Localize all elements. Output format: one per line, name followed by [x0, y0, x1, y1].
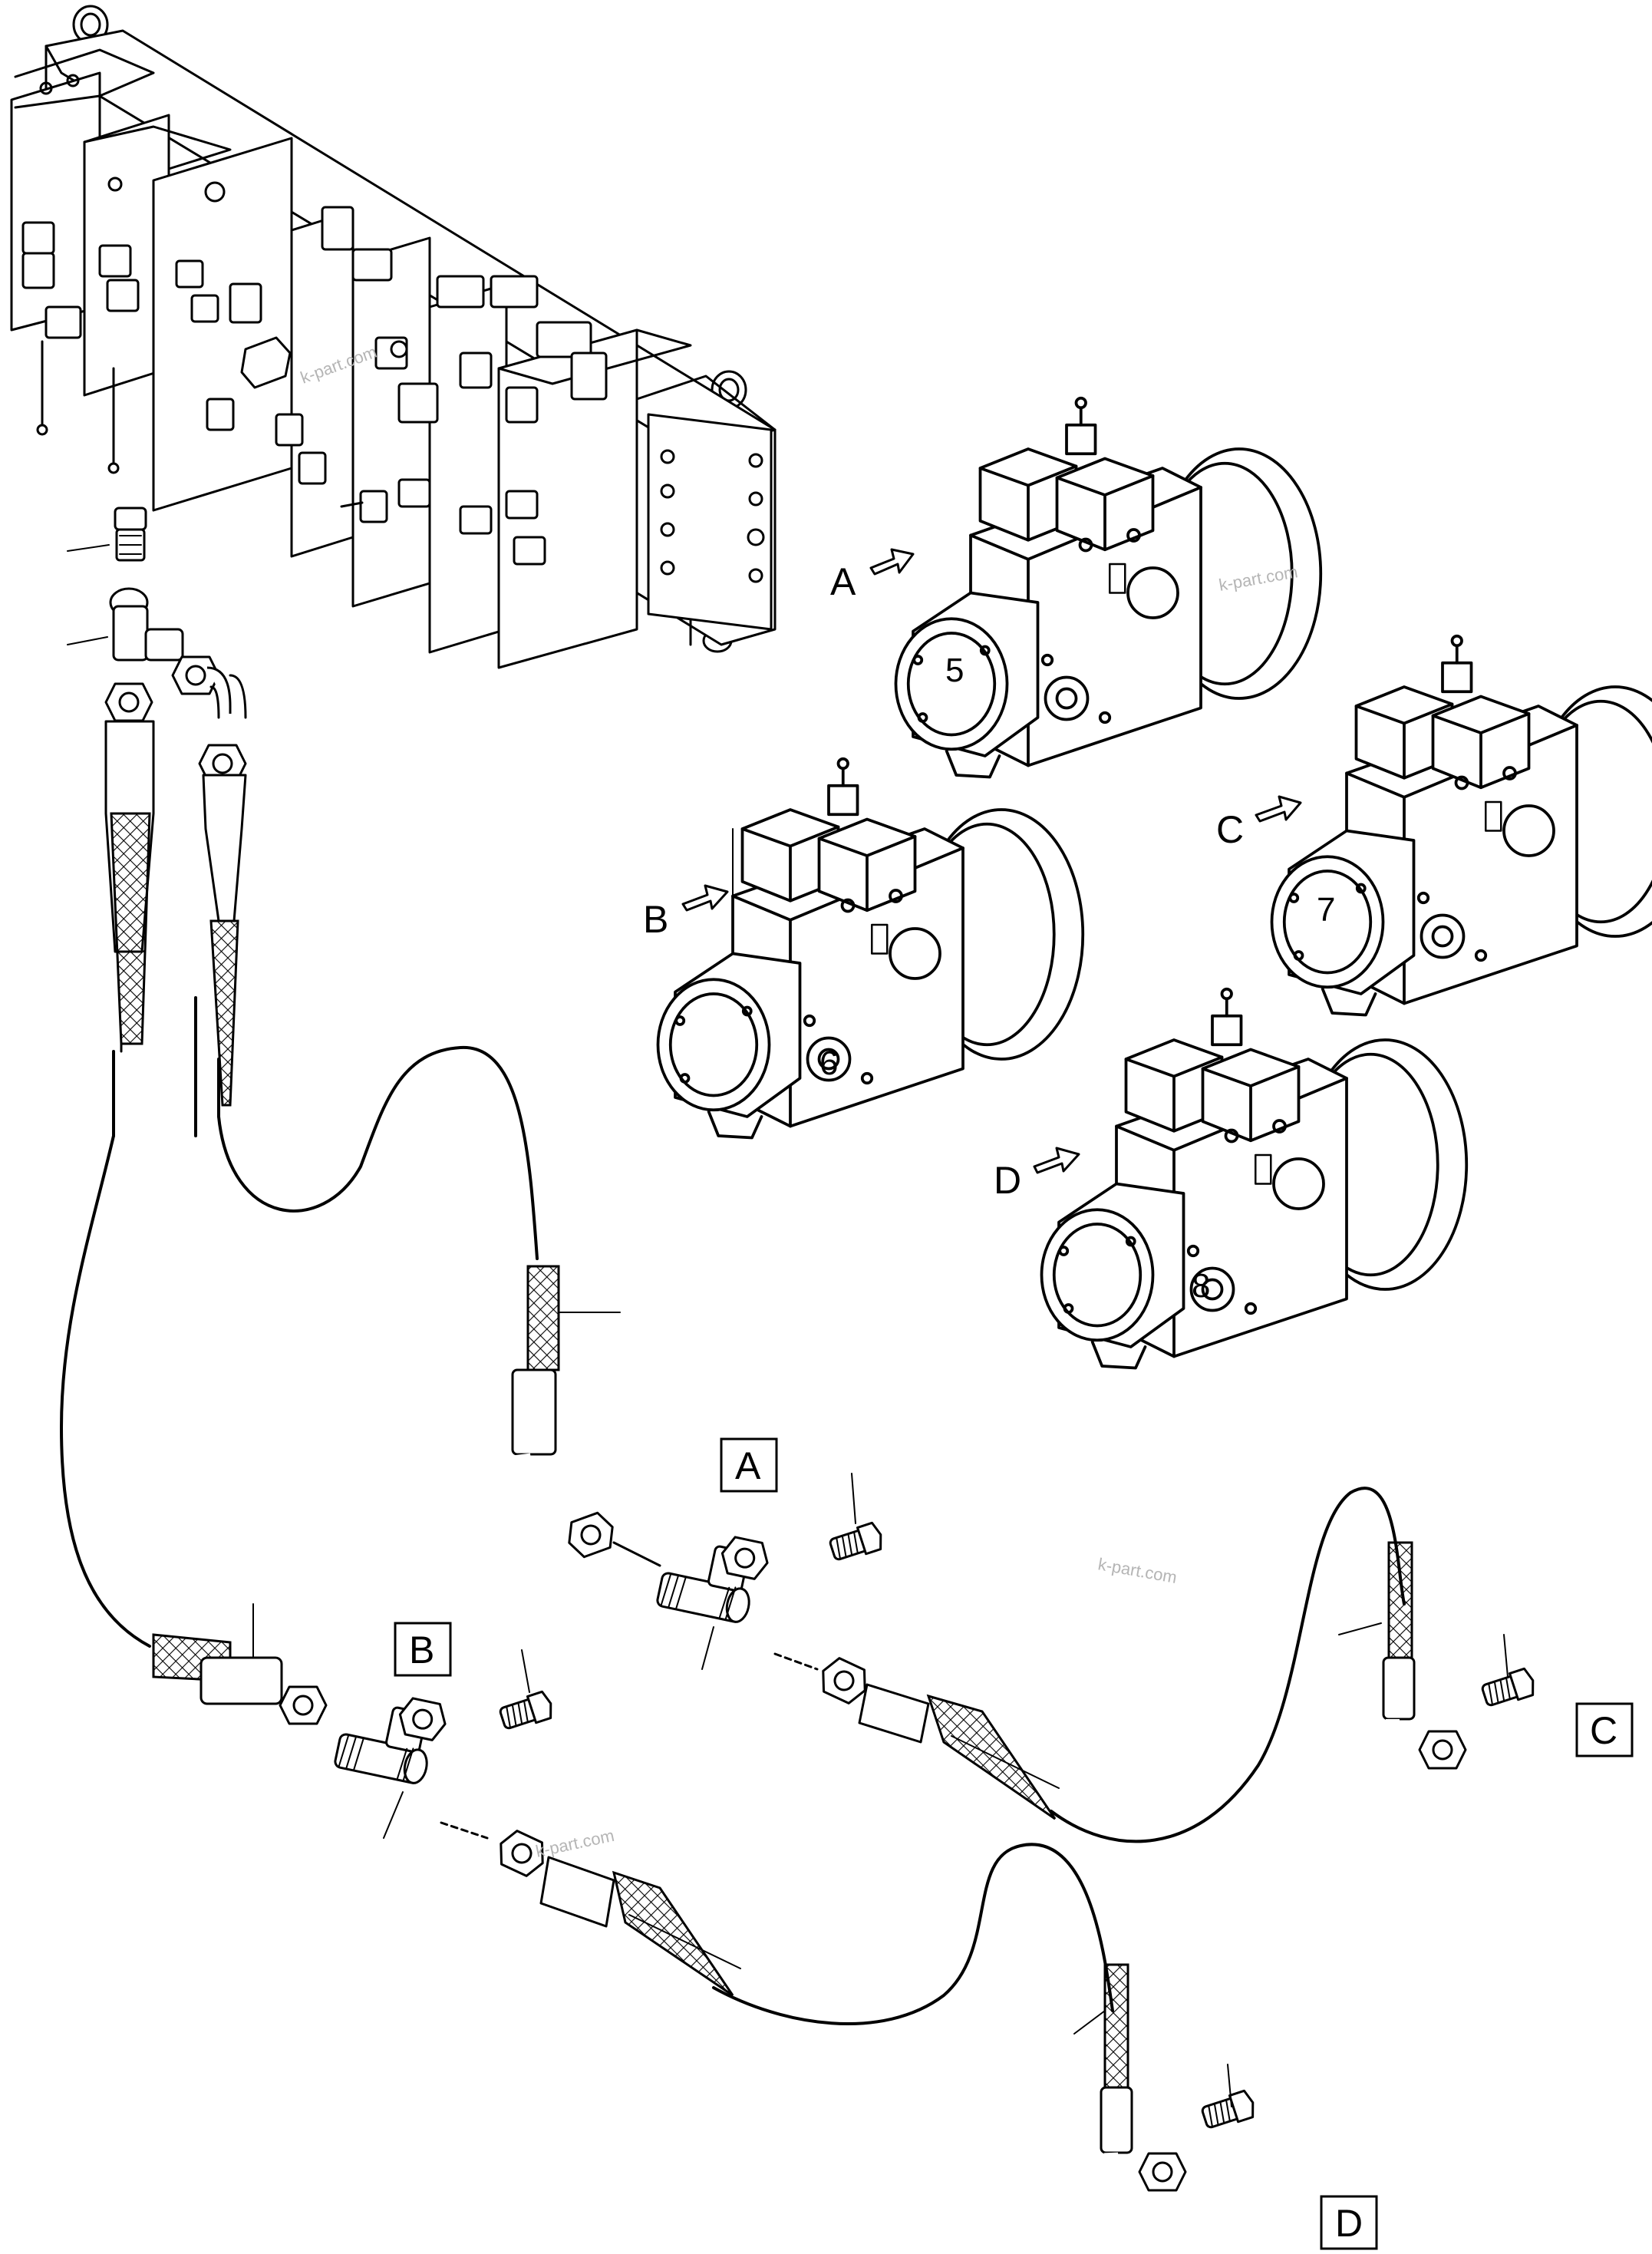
- control-valve-bank: [12, 6, 775, 668]
- box-label-a: A: [721, 1439, 777, 1491]
- svg-text:A: A: [735, 1444, 761, 1487]
- pump-7: 7: [1272, 636, 1652, 1015]
- view-arrow-label-d: D: [994, 1159, 1021, 1202]
- view-arrow-label-a: A: [830, 560, 856, 603]
- view-arrow-label-b: B: [643, 898, 668, 941]
- pump-6: 6: [658, 759, 1083, 1138]
- svg-text:C: C: [1590, 1709, 1617, 1752]
- pump-number-8: 8: [1192, 1267, 1210, 1305]
- outlet-fittings: [68, 508, 246, 782]
- connection-group-a: [656, 1474, 1537, 1841]
- view-arrow-b: B: [643, 829, 733, 941]
- view-arrow-label-c: C: [1216, 808, 1244, 851]
- view-arrow-c: C: [1216, 797, 1301, 851]
- view-arrow-a: A: [830, 549, 913, 603]
- view-arrow-d: D: [994, 1148, 1079, 1202]
- svg-text:B: B: [409, 1629, 434, 1672]
- watermark: k-part.com: [534, 1826, 616, 1861]
- watermark: k-part.com: [1096, 1554, 1179, 1587]
- box-label-d: D: [1321, 2196, 1377, 2249]
- box-label-c: C: [1577, 1704, 1632, 1756]
- pump-8: 8: [1042, 989, 1467, 1368]
- pump-number-7: 7: [1317, 891, 1335, 929]
- pump-number-6: 6: [819, 1044, 838, 1082]
- hydraulic-hoses: [61, 721, 660, 1724]
- svg-text:D: D: [1335, 2202, 1363, 2245]
- box-label-b: B: [395, 1623, 450, 1675]
- connection-group-b: [334, 1650, 1257, 2190]
- pump-number-5: 5: [945, 652, 964, 689]
